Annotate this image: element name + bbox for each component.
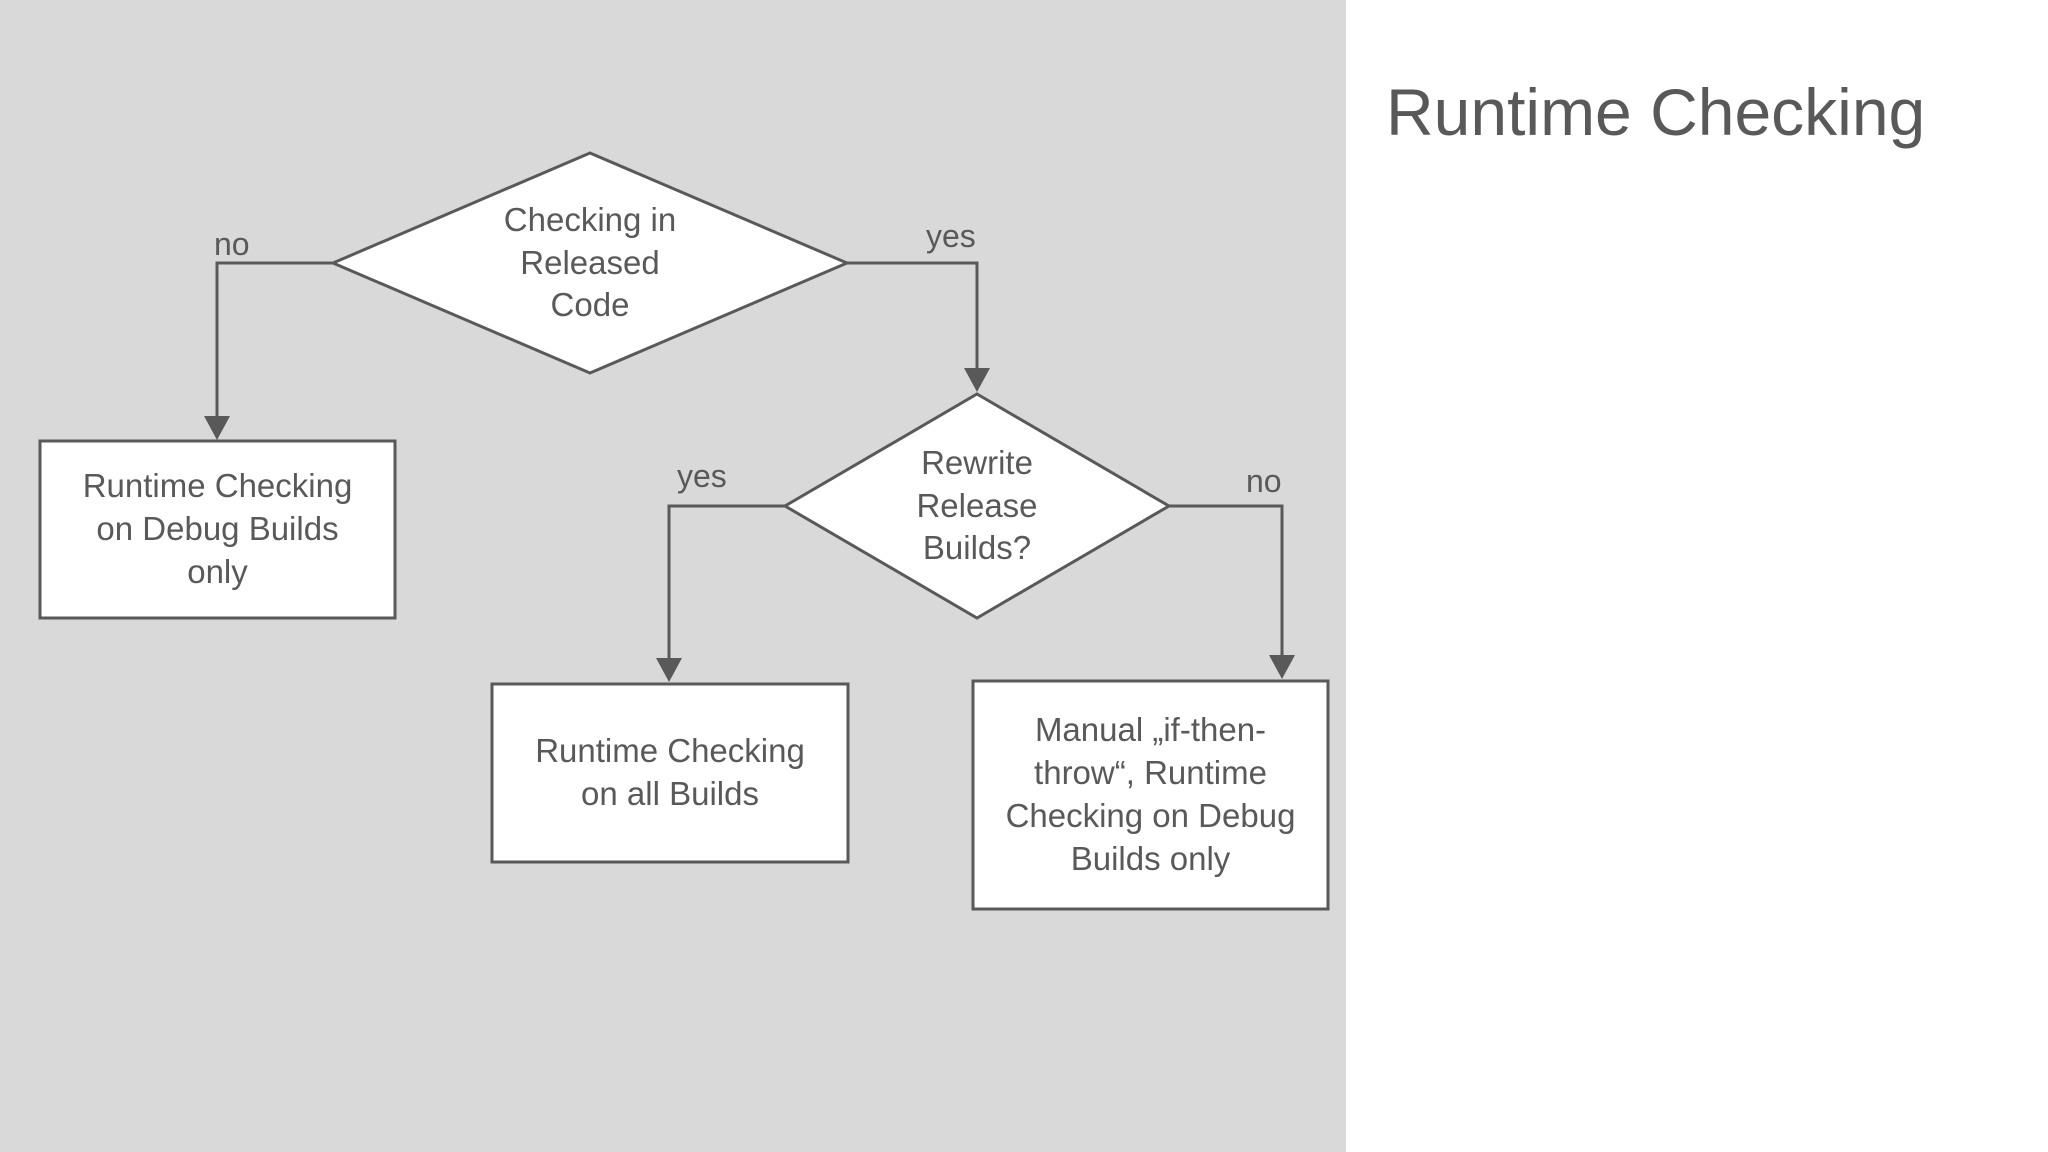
edge-label-yes-rewrite: yes — [677, 458, 727, 494]
connector-no-to-manual-throw — [1169, 504, 1284, 655]
process-shape-manual-if-then-throw — [971, 679, 1330, 911]
arrowhead-no-to-debug-only — [204, 416, 230, 440]
node-runtime-checking-debug-only[interactable]: Runtime Checking on Debug Builds only — [82, 467, 353, 590]
node-checking-in-released-code[interactable]: Checking in Released Code — [503, 200, 677, 324]
title-panel: Runtime Checking — [1346, 0, 2048, 1152]
arrowhead-yes-to-all-builds — [656, 658, 682, 682]
node-runtime-checking-all-builds[interactable]: Runtime Checking on all Builds — [535, 732, 805, 812]
edge-label-no-released-code: no — [214, 226, 250, 262]
edge-label-yes-released-code: yes — [926, 218, 976, 254]
connector-no-to-debug-only — [215, 261, 333, 417]
process-shape-runtime-checking-debug-only — [38, 439, 397, 620]
arrowhead-yes-to-rewrite — [964, 368, 990, 392]
process-shape-runtime-checking-all-builds — [490, 682, 850, 864]
arrowhead-no-to-manual-throw — [1269, 655, 1295, 679]
diagram-canvas: Checking in Released Code Runtime Checki… — [0, 0, 1346, 1152]
edge-label-no-rewrite: no — [1246, 463, 1282, 499]
decision-shape-rewrite-release-builds — [782, 392, 1172, 620]
slide-title: Runtime Checking — [1386, 75, 1926, 149]
node-rewrite-release-builds[interactable]: Rewrite Release Builds? — [916, 443, 1038, 567]
connector-yes-to-all-builds — [667, 504, 785, 658]
decision-shape-checking-in-released-code — [329, 151, 851, 375]
flowchart-graphics — [38, 151, 1330, 911]
node-manual-if-then-throw[interactable]: Manual „if-then- throw“, Runtime Checkin… — [1005, 711, 1296, 877]
connector-yes-to-rewrite — [847, 261, 979, 369]
